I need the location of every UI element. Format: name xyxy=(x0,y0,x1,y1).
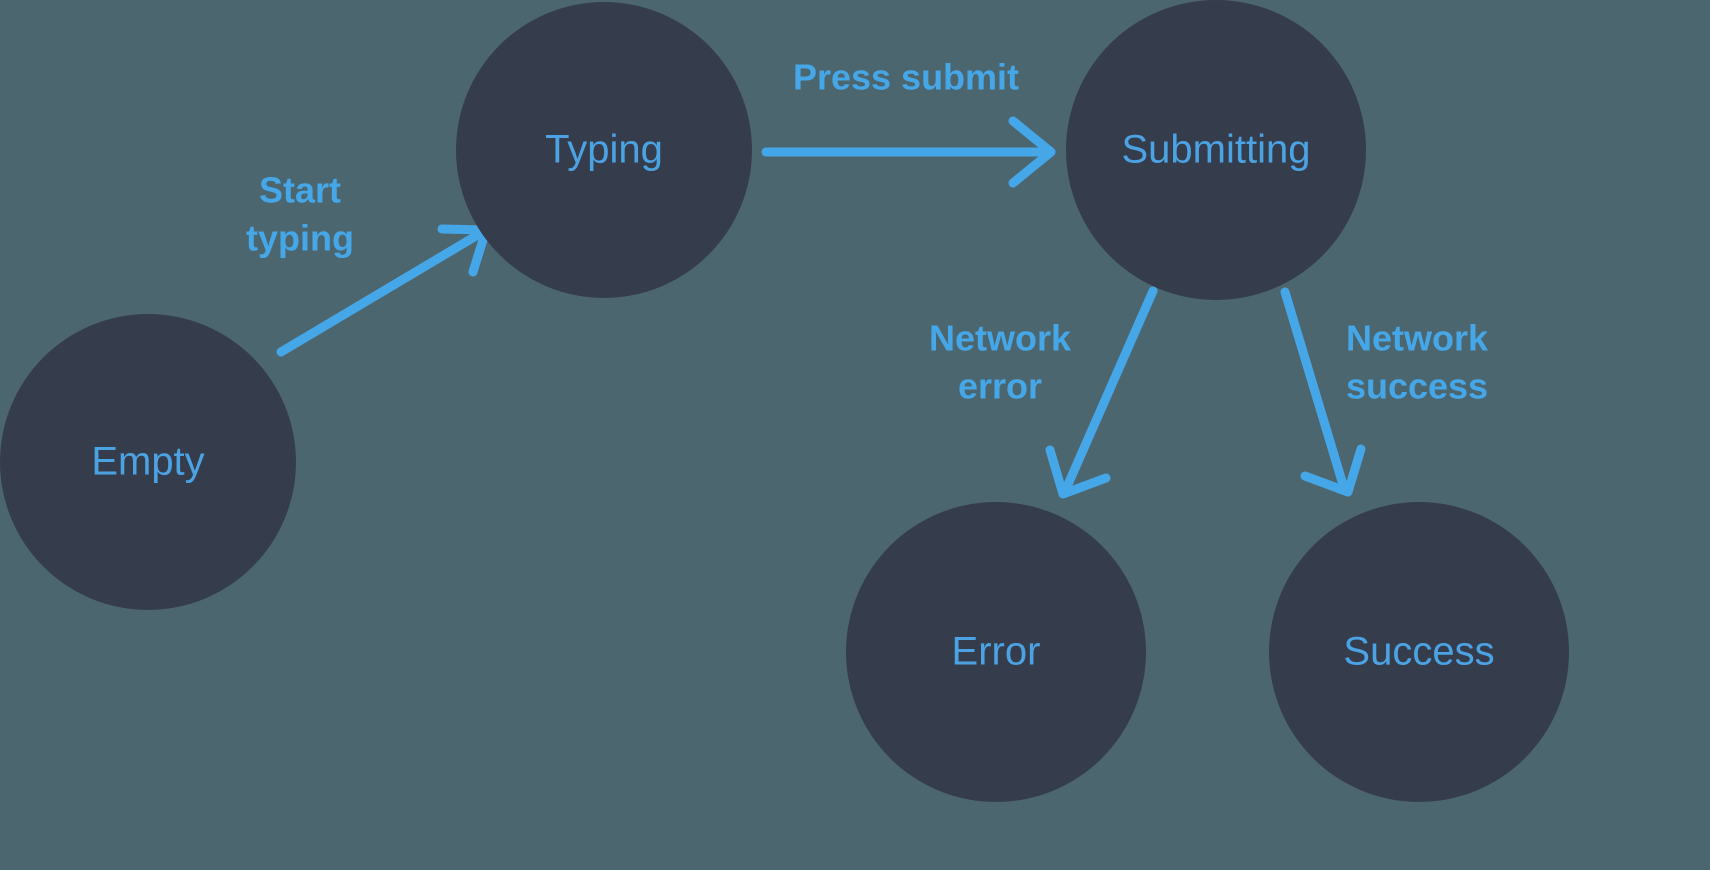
edge-empty-to-typing[interactable]: Start typing xyxy=(246,170,491,357)
node-label-empty: Empty xyxy=(91,440,204,484)
arrowhead-network-success xyxy=(1300,444,1366,497)
edge-submitting-to-error[interactable]: Network error xyxy=(929,286,1158,499)
edge-line-network-success xyxy=(1280,287,1349,493)
node-label-typing: Typing xyxy=(545,128,663,172)
edge-label-network-success-line1: Network xyxy=(1346,318,1489,359)
state-node-success[interactable]: Success xyxy=(1269,502,1569,802)
node-shape-empty xyxy=(0,314,296,610)
node-shape-success xyxy=(1269,502,1569,802)
arrowhead-network-error xyxy=(1045,445,1111,499)
node-label-success: Success xyxy=(1343,630,1494,674)
node-shape-error xyxy=(846,502,1146,802)
edge-label-network-error-line2: error xyxy=(958,366,1042,407)
edge-label-press-submit: Press submit xyxy=(793,57,1019,98)
state-node-error[interactable]: Error xyxy=(846,502,1146,802)
node-shape-typing xyxy=(456,2,752,298)
edge-label-network-error-line1: Network xyxy=(929,318,1072,359)
edge-label-start-typing-line2: typing xyxy=(246,218,354,259)
edge-label-start-typing-line1: Start xyxy=(259,170,341,211)
state-node-typing[interactable]: Typing xyxy=(456,2,752,298)
node-label-submitting: Submitting xyxy=(1122,128,1311,172)
node-label-error: Error xyxy=(952,630,1041,674)
edge-typing-to-submitting[interactable]: Press submit xyxy=(761,57,1056,188)
state-node-empty[interactable]: Empty xyxy=(0,314,296,610)
node-shape-submitting xyxy=(1066,0,1366,300)
state-node-submitting[interactable]: Submitting xyxy=(1066,0,1366,300)
arrowhead-press-submit xyxy=(1008,116,1056,188)
edge-line-start-typing xyxy=(276,228,486,357)
edge-submitting-to-success[interactable]: Network success xyxy=(1280,287,1489,497)
edge-label-network-success-line2: success xyxy=(1346,366,1488,407)
edge-line-network-error xyxy=(1061,286,1158,494)
